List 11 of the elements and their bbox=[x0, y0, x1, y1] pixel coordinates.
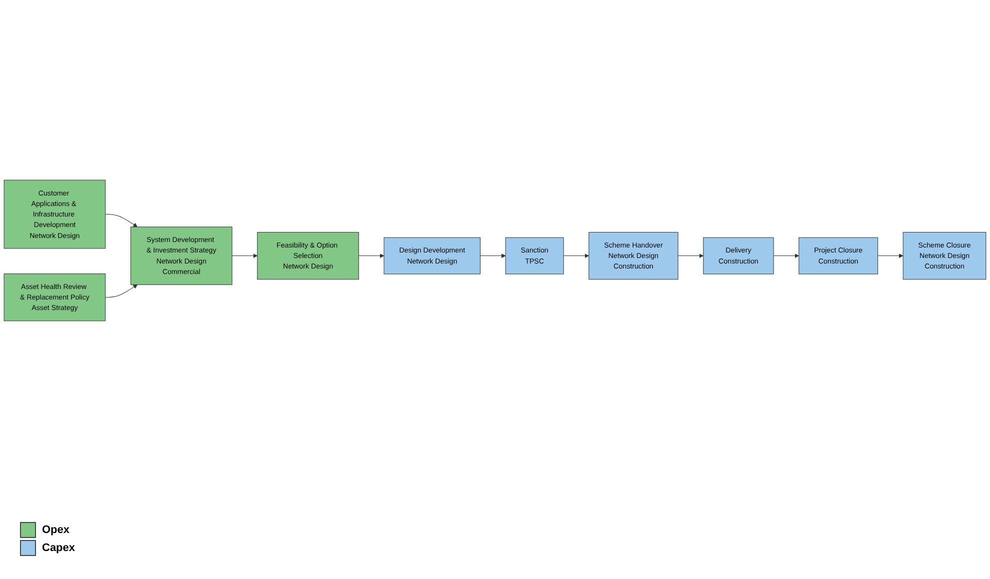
legend-label: Capex bbox=[42, 542, 76, 554]
arrow bbox=[678, 253, 704, 258]
arrow bbox=[563, 253, 590, 258]
arrow bbox=[878, 253, 904, 258]
arrow bbox=[232, 253, 258, 258]
legend-label: Opex bbox=[42, 524, 70, 536]
arrow bbox=[480, 253, 506, 258]
arrow bbox=[773, 253, 800, 258]
arrow bbox=[105, 214, 138, 227]
arrow bbox=[105, 284, 138, 298]
arrow bbox=[358, 253, 384, 258]
